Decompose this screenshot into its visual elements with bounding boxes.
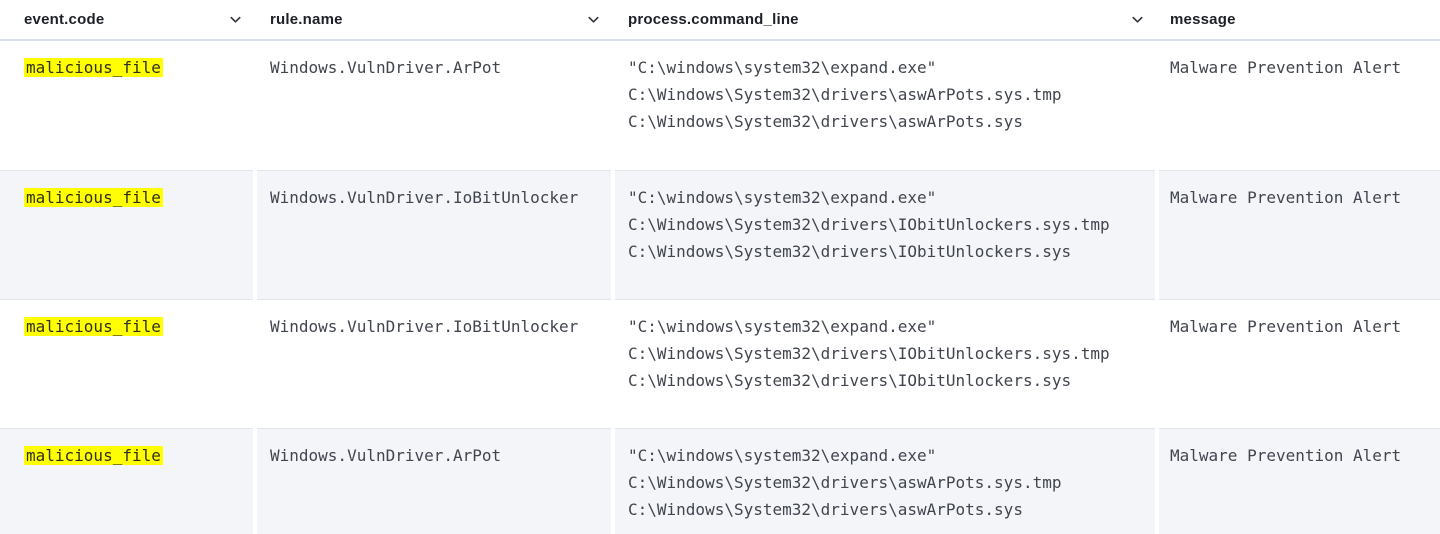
message-value: Malware Prevention Alert xyxy=(1170,58,1402,77)
rule-name-value: Windows.VulnDriver.IoBitUnlocker xyxy=(270,188,579,207)
column-menu-button[interactable] xyxy=(584,10,603,29)
rule-name-value: Windows.VulnDriver.ArPot xyxy=(270,446,502,465)
chevron-down-icon xyxy=(586,12,601,27)
message-value: Malware Prevention Alert xyxy=(1170,446,1402,465)
event-code-cell: malicious_file xyxy=(0,428,253,534)
highlighted-event-code-value: malicious_file xyxy=(24,317,163,336)
highlighted-event-code-value: malicious_file xyxy=(24,446,163,465)
event-code-cell: malicious_file xyxy=(0,170,253,299)
command-line-text: "C:\windows\system32\expand.exe" xyxy=(628,58,937,77)
command-line-text: C:\Windows\System32\drivers\aswArPots.sy… xyxy=(628,500,1023,519)
table-header: event.code rule.name process.command_lin… xyxy=(0,0,1440,41)
command-line-cell: "C:\windows\system32\expand.exe" C:\Wind… xyxy=(615,299,1155,428)
highlighted-event-code-value: malicious_file xyxy=(24,188,163,207)
command-line-text: C:\Windows\System32\drivers\aswArPots.sy… xyxy=(628,473,1062,492)
table-row: malicious_file Windows.VulnDriver.IoBitU… xyxy=(0,170,1440,299)
rule-name-value: Windows.VulnDriver.ArPot xyxy=(270,58,502,77)
column-header-process-command-line[interactable]: process.command_line xyxy=(615,0,1155,39)
table-row: malicious_file Windows.VulnDriver.ArPot … xyxy=(0,41,1440,170)
column-header-label: rule.name xyxy=(270,11,343,28)
command-line-cell: "C:\windows\system32\expand.exe" C:\Wind… xyxy=(615,41,1155,170)
highlighted-event-code-value: malicious_file xyxy=(24,58,163,77)
rule-name-cell: Windows.VulnDriver.IoBitUnlocker xyxy=(257,299,611,428)
message-cell: Malware Prevention Alert xyxy=(1159,170,1440,299)
column-menu-button[interactable] xyxy=(1128,10,1147,29)
column-header-label: event.code xyxy=(24,11,105,28)
column-header-label: message xyxy=(1170,11,1236,28)
command-line-text: C:\Windows\System32\drivers\IObitUnlocke… xyxy=(628,371,1072,390)
message-cell: Malware Prevention Alert xyxy=(1159,428,1440,534)
event-code-cell: malicious_file xyxy=(0,299,253,428)
rule-name-cell: Windows.VulnDriver.ArPot xyxy=(257,41,611,170)
command-line-cell: "C:\windows\system32\expand.exe" C:\Wind… xyxy=(615,170,1155,299)
message-cell: Malware Prevention Alert xyxy=(1159,41,1440,170)
command-line-cell: "C:\windows\system32\expand.exe" C:\Wind… xyxy=(615,428,1155,534)
command-line-text: C:\Windows\System32\drivers\IObitUnlocke… xyxy=(628,215,1110,234)
command-line-text: "C:\windows\system32\expand.exe" xyxy=(628,188,937,207)
column-header-rule-name[interactable]: rule.name xyxy=(257,0,611,39)
table-row: malicious_file Windows.VulnDriver.ArPot … xyxy=(0,428,1440,534)
command-line-text: C:\Windows\System32\drivers\aswArPots.sy… xyxy=(628,112,1023,131)
column-header-label: process.command_line xyxy=(628,11,799,28)
rule-name-cell: Windows.VulnDriver.IoBitUnlocker xyxy=(257,170,611,299)
column-header-message[interactable]: message xyxy=(1159,0,1440,39)
event-code-cell: malicious_file xyxy=(0,41,253,170)
column-menu-button[interactable] xyxy=(226,10,245,29)
message-value: Malware Prevention Alert xyxy=(1170,317,1402,336)
command-line-text: C:\Windows\System32\drivers\IObitUnlocke… xyxy=(628,344,1110,363)
rule-name-cell: Windows.VulnDriver.ArPot xyxy=(257,428,611,534)
column-header-event-code[interactable]: event.code xyxy=(0,0,253,39)
message-value: Malware Prevention Alert xyxy=(1170,188,1402,207)
chevron-down-icon xyxy=(228,12,243,27)
rule-name-value: Windows.VulnDriver.IoBitUnlocker xyxy=(270,317,579,336)
chevron-down-icon xyxy=(1130,12,1145,27)
command-line-text: "C:\windows\system32\expand.exe" xyxy=(628,317,937,336)
command-line-text: C:\Windows\System32\drivers\IObitUnlocke… xyxy=(628,242,1072,261)
command-line-text: C:\Windows\System32\drivers\aswArPots.sy… xyxy=(628,85,1062,104)
command-line-text: "C:\windows\system32\expand.exe" xyxy=(628,446,937,465)
message-cell: Malware Prevention Alert xyxy=(1159,299,1440,428)
table-row: malicious_file Windows.VulnDriver.IoBitU… xyxy=(0,299,1440,428)
